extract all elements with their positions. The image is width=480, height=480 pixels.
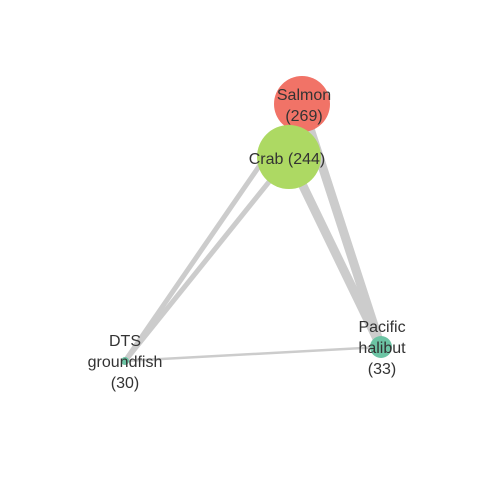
node-label-line: Pacific [358, 319, 405, 336]
nodes-layer [121, 76, 392, 365]
edges-layer [122, 102, 386, 363]
node-halibut [370, 336, 392, 358]
edge-dts-halibut [124, 345, 382, 363]
node-label-line: (30) [111, 375, 139, 392]
node-crab [257, 125, 321, 189]
node-salmon [274, 76, 330, 132]
edge-crab-dts [123, 155, 291, 363]
node-label-line: Crab (244) [249, 151, 325, 168]
node-label-dts: DTS groundfish (30) [88, 333, 163, 392]
node-label-line: (33) [368, 361, 396, 378]
edge-crab-halibut [284, 155, 386, 349]
node-label-line: DTS [109, 333, 141, 350]
node-label-halibut: Pacific halibut (33) [358, 319, 406, 378]
labels-layer: Salmon (269) Crab (244) DTS groundfish (30) Pa… [88, 87, 406, 392]
node-label-line: Salmon [277, 87, 331, 104]
node-dts [121, 357, 129, 365]
node-label-line: halibut [358, 340, 406, 357]
node-label-salmon: Salmon (269) [277, 87, 331, 125]
node-label-line: groundfish [88, 354, 163, 371]
node-label-line: (269) [285, 108, 322, 125]
node-label-crab: Crab (244) [249, 151, 325, 168]
